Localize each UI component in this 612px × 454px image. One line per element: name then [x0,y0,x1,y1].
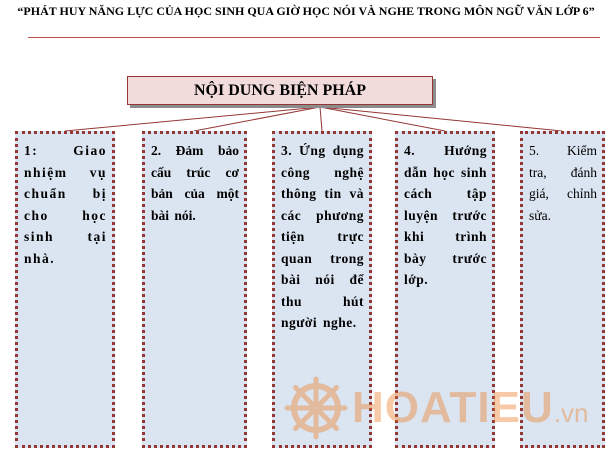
measure-box-4: 4. Hướng dẫn học sinh cách tập luyện trư… [395,131,495,448]
connector-line-3 [319,106,323,132]
document-title: “PHÁT HUY NĂNG LỰC CỦA HỌC SINH QUA GIỜ … [17,4,595,18]
connector-line-4 [319,106,446,132]
measures-header-label: NỘI DUNG BIỆN PHÁP [193,81,366,99]
connector-line-5 [319,106,563,132]
measures-header: NỘI DUNG BIỆN PHÁP [127,76,433,105]
connector-line-2 [193,106,321,132]
measure-box-5: 5. Kiểm tra, đánh giá, chỉnh sửa. [520,131,605,448]
measure-box-1: 1: Giao nhiệm vụ chuẩn bị cho học sinh t… [15,131,115,448]
measure-box-3: 3. Ứng dụng công nghệ thông tin và các p… [272,131,372,448]
connector-line-1 [64,106,321,132]
measure-box-2: 2. Đảm bảo cấu trúc cơ bản của một bài n… [142,131,247,448]
title-divider [28,37,600,38]
